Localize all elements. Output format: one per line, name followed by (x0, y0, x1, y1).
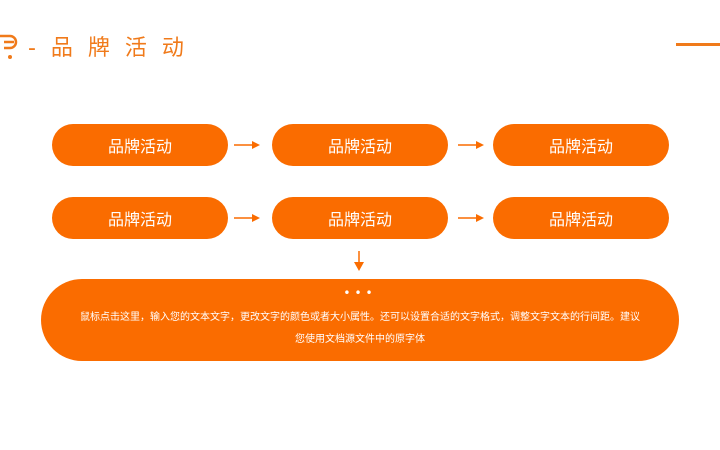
header-logo-icon (0, 34, 18, 59)
flow-step-r1-2[interactable]: 品牌活动 (272, 124, 448, 166)
flow-step-r2-1[interactable]: 品牌活动 (52, 197, 228, 239)
description-panel[interactable]: ••• 鼠标点击这里，输入您的文本文字，更改文字的颜色或者大小属性。还可以设置合… (41, 279, 679, 361)
arrow-down-icon (354, 251, 364, 271)
flow-step-r2-2[interactable]: 品牌活动 (272, 197, 448, 239)
ellipsis-icon: ••• (343, 286, 377, 300)
flow-step-r1-1[interactable]: 品牌活动 (52, 124, 228, 166)
description-text: 鼠标点击这里，输入您的文本文字，更改文字的颜色或者大小属性。还可以设置合适的文字… (80, 312, 640, 345)
arrow-right-icon (234, 214, 260, 222)
flow-step-r1-3[interactable]: 品牌活动 (493, 124, 669, 166)
arrow-right-icon (458, 214, 484, 222)
flow-step-r2-3[interactable]: 品牌活动 (493, 197, 669, 239)
arrow-right-icon (234, 141, 260, 149)
page-title: - 品 牌 活 动 (28, 36, 188, 61)
header-accent-line (676, 43, 720, 46)
arrow-right-icon (458, 141, 484, 149)
